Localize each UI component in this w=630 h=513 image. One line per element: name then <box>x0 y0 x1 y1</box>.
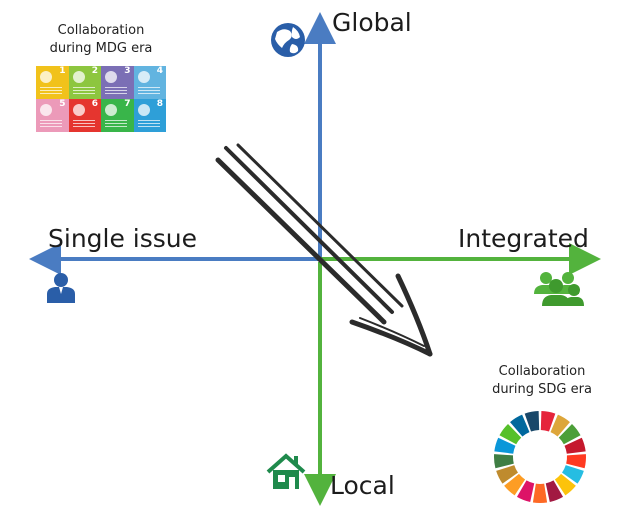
sdg-wheel-segment <box>516 480 535 502</box>
transition-arrow <box>215 143 433 357</box>
mdg-goal-number: 1 <box>59 66 66 76</box>
mdg-goal-text <box>137 120 160 128</box>
mdg-goal-number: 7 <box>124 99 131 109</box>
mdg-caption-line1: Collaboration <box>57 23 145 38</box>
mdg-goal-text <box>137 87 160 95</box>
sdg-wheel-segment <box>494 454 514 469</box>
house-icon <box>266 453 306 489</box>
sdg-wheel-segment <box>494 437 516 454</box>
local-label: Local <box>330 471 395 500</box>
sdg-wheel-segment <box>532 483 548 503</box>
sdg-wheel-segment <box>496 465 518 484</box>
mdg-goal-tile: 4 <box>133 66 166 99</box>
sdg-wheel-segment <box>558 423 581 445</box>
integrated-label: Integrated <box>458 224 589 253</box>
mdg-goal-number: 4 <box>156 66 163 76</box>
sdg-wheel-segment <box>550 414 570 437</box>
sdg-wheel-segment <box>566 454 586 469</box>
mdg-goal-icon <box>137 104 150 116</box>
sdg-wheel-segment <box>524 411 540 432</box>
person-icon <box>47 273 75 303</box>
mdg-caption: Collaboration during MDG era <box>34 22 168 58</box>
mdg-goal-text <box>72 120 95 128</box>
mdg-goal-text <box>40 87 62 95</box>
mdg-goal-text <box>40 120 62 128</box>
mdg-caption-line2: during MDG era <box>49 41 153 56</box>
sdg-wheel-segment <box>540 411 556 432</box>
sdg-wheel-segment <box>564 437 586 454</box>
sdg-caption-line1: Collaboration <box>498 364 586 379</box>
single-issue-label: Single issue <box>48 224 198 253</box>
mdg-goal-icon <box>40 104 52 116</box>
mdg-goal-icon <box>105 104 117 116</box>
sdg-caption-line2: during SDG era <box>492 382 592 397</box>
mdg-goal-text <box>105 87 127 95</box>
mdg-goal-tile: 5 <box>36 99 69 132</box>
sdg-wheel-segment <box>504 473 526 496</box>
mdg-goal-tile: 1 <box>36 66 69 99</box>
mdg-goal-tile: 8 <box>133 99 166 132</box>
mdg-goal-number: 6 <box>91 99 98 109</box>
mdg-goal-tile: 6 <box>68 99 101 132</box>
mdg-goal-number: 5 <box>59 99 66 109</box>
sdg-wheel-segment <box>510 414 530 437</box>
mdg-goals-grid: 1 2 3 4 5 6 7 8 <box>36 66 166 132</box>
sdg-caption: Collaboration during SDG era <box>472 363 612 399</box>
sdg-wheel-segment <box>562 465 584 484</box>
mdg-goal-tile: 7 <box>101 99 134 132</box>
mdg-goal-icon <box>137 71 150 83</box>
sdg-wheel-icon <box>494 411 586 503</box>
mdg-goal-icon <box>40 71 52 83</box>
mdg-goal-number: 3 <box>124 66 131 76</box>
mdg-goal-number: 2 <box>91 66 98 76</box>
global-label: Global <box>332 8 412 37</box>
mdg-goal-icon <box>72 71 85 83</box>
sdg-wheel-segment <box>554 473 576 496</box>
sdg-wheel-segment <box>499 423 522 445</box>
mdg-goal-text <box>105 120 127 128</box>
mdg-goal-tile: 2 <box>68 66 101 99</box>
mdg-goal-icon <box>72 104 85 116</box>
mdg-goal-number: 8 <box>156 99 163 109</box>
mdg-goal-text <box>72 87 95 95</box>
mdg-goal-tile: 3 <box>101 66 134 99</box>
sdg-wheel-segment <box>545 480 564 502</box>
group-icon <box>534 272 584 306</box>
globe-icon <box>271 23 305 57</box>
mdg-goal-icon <box>105 71 117 83</box>
